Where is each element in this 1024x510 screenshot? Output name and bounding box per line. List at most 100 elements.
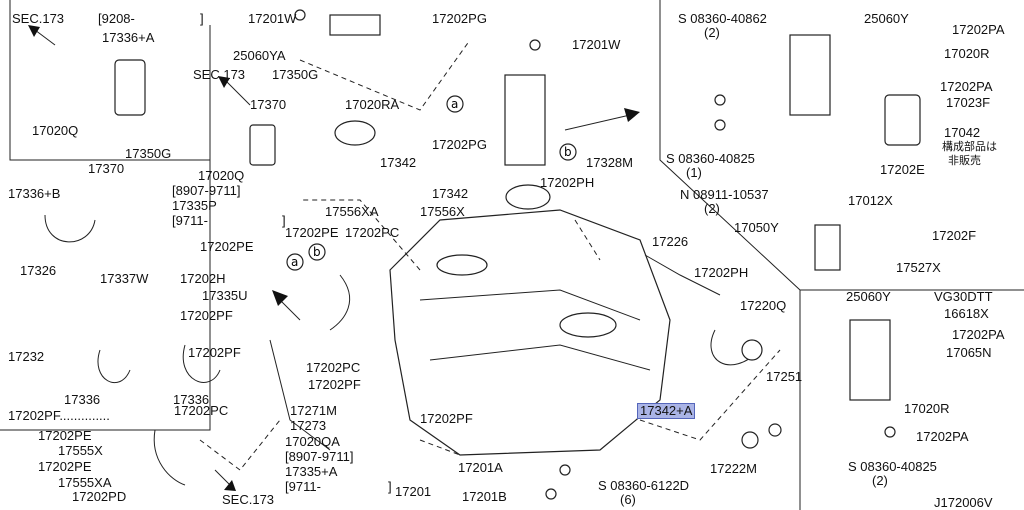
label-part: 17202PA <box>952 327 1005 342</box>
label-part: 25060Y <box>864 11 909 26</box>
right-inset-frame <box>659 0 1024 291</box>
label-part: 17335P <box>172 198 217 213</box>
label-date: [9711- <box>172 213 208 228</box>
label-part: 17202PC <box>345 225 400 240</box>
label-note: 構成部品は <box>942 141 997 153</box>
diagram-id: J172006V <box>934 495 993 510</box>
label-part: 17202PH <box>694 265 749 280</box>
svg-text:a: a <box>451 97 458 111</box>
label-part: 17020R <box>904 401 950 416</box>
label-part: S 08360-40825 <box>848 459 937 474</box>
label-part: 17220Q <box>740 298 787 313</box>
label-part: 17202PF <box>188 345 241 360</box>
hose-17555X <box>153 429 186 486</box>
label-part: 17335U <box>202 288 248 303</box>
label-part: 17370 <box>88 161 125 176</box>
label-part: 17202PF.............. <box>8 408 110 423</box>
tube-17271M <box>269 339 331 451</box>
label-part: 17335+A <box>285 464 338 479</box>
label-note: 非販売 <box>948 155 981 167</box>
label-part: S 08360-40862 <box>678 11 767 26</box>
label-part: 17556X <box>420 204 465 219</box>
label-part: 17555XA <box>58 475 112 490</box>
label-part: 17350G <box>272 67 319 82</box>
label-part: N 08911-10537 <box>680 187 769 202</box>
label-part: 17012X <box>848 193 893 208</box>
label-part: S 08360-40825 <box>666 151 755 166</box>
label-part: 17202PG <box>432 11 487 26</box>
hose-17336B <box>44 214 96 243</box>
label-part: 17202E <box>880 162 925 177</box>
arrow-right <box>624 108 640 122</box>
label-qty: (2) <box>704 201 720 216</box>
label-bracket: ] <box>282 213 286 228</box>
gasket-17342 <box>505 184 551 210</box>
label-part: 17336+B <box>8 186 61 201</box>
label-part: 17556XA <box>325 204 379 219</box>
label-qty: (6) <box>620 492 636 507</box>
label-part: 17273 <box>290 418 327 433</box>
svg-text:b: b <box>564 145 572 159</box>
tank-port-2 <box>559 312 617 338</box>
label-part: 25060YA <box>233 48 286 63</box>
label-part: 17202PF <box>420 411 473 426</box>
label-part: 17336 <box>173 392 210 407</box>
label-part: 17202PE <box>38 459 92 474</box>
label-part: 17527X <box>896 260 941 275</box>
label-part: 17023F <box>946 95 991 110</box>
label-part: 17201B <box>462 489 507 504</box>
label-date: [9208- <box>98 11 135 26</box>
svg-text:b: b <box>313 245 321 259</box>
label-part: 17202PA <box>940 79 993 94</box>
label-part: 25060Y <box>846 289 891 304</box>
label-part: 17202PE <box>38 428 92 443</box>
label-part: 17350G <box>125 146 172 161</box>
label-part: 17201A <box>458 460 503 475</box>
tank-port-1 <box>436 254 488 276</box>
label-part: 17232 <box>8 349 45 364</box>
label-part: 17020RA <box>345 97 400 112</box>
label-part: 17337W <box>100 271 149 286</box>
strainer-17050Y <box>814 224 841 271</box>
label-part: 17370 <box>250 97 287 112</box>
label-part: 17202PF <box>180 308 233 323</box>
filter-left <box>114 59 146 116</box>
label-qty: (2) <box>704 25 720 40</box>
label-part: 17326 <box>20 263 57 278</box>
pump-flange-top <box>329 14 381 36</box>
label-part: 17201W <box>248 11 297 26</box>
label-part: 17328M <box>586 155 633 170</box>
label-part: 17222M <box>710 461 757 476</box>
label-part: 17202PE <box>285 225 339 240</box>
label-part: 17336+A <box>102 30 155 45</box>
label-part: 17042 <box>944 125 981 140</box>
label-part: 17020R <box>944 46 990 61</box>
label-part: 17020Q <box>198 168 245 183</box>
hose-17336 <box>97 349 131 383</box>
label-date: [8907-9711] <box>285 449 354 464</box>
label-part: 16618X <box>944 306 989 321</box>
label-part: 17202PA <box>916 429 969 444</box>
label-part: 17201W <box>572 37 621 52</box>
label-part: S 08360-6122D <box>598 478 690 493</box>
label-part: 17202PH <box>540 175 595 190</box>
svg-text:a: a <box>291 255 298 269</box>
hose-17202PF <box>182 344 221 383</box>
label-part: 17342 <box>432 186 469 201</box>
label-part: 17202PE <box>200 239 254 254</box>
label-date: [9711- <box>285 479 321 494</box>
label-part: 17202F <box>932 228 977 243</box>
filter-right <box>884 94 921 146</box>
pump-assembly-right <box>789 34 831 116</box>
gasket-17342-top <box>334 120 376 146</box>
label-part: 17342 <box>380 155 417 170</box>
highlighted-part-17342A[interactable]: 17342+A <box>636 403 696 419</box>
gasket-17220Q <box>741 339 763 361</box>
label-part: 17555X <box>58 443 103 458</box>
label-part: 17202PF <box>308 377 361 392</box>
label-part: SEC.173 <box>193 67 246 82</box>
pump-assembly-vg30 <box>849 319 891 401</box>
label-part: 17202PG <box>432 137 487 152</box>
